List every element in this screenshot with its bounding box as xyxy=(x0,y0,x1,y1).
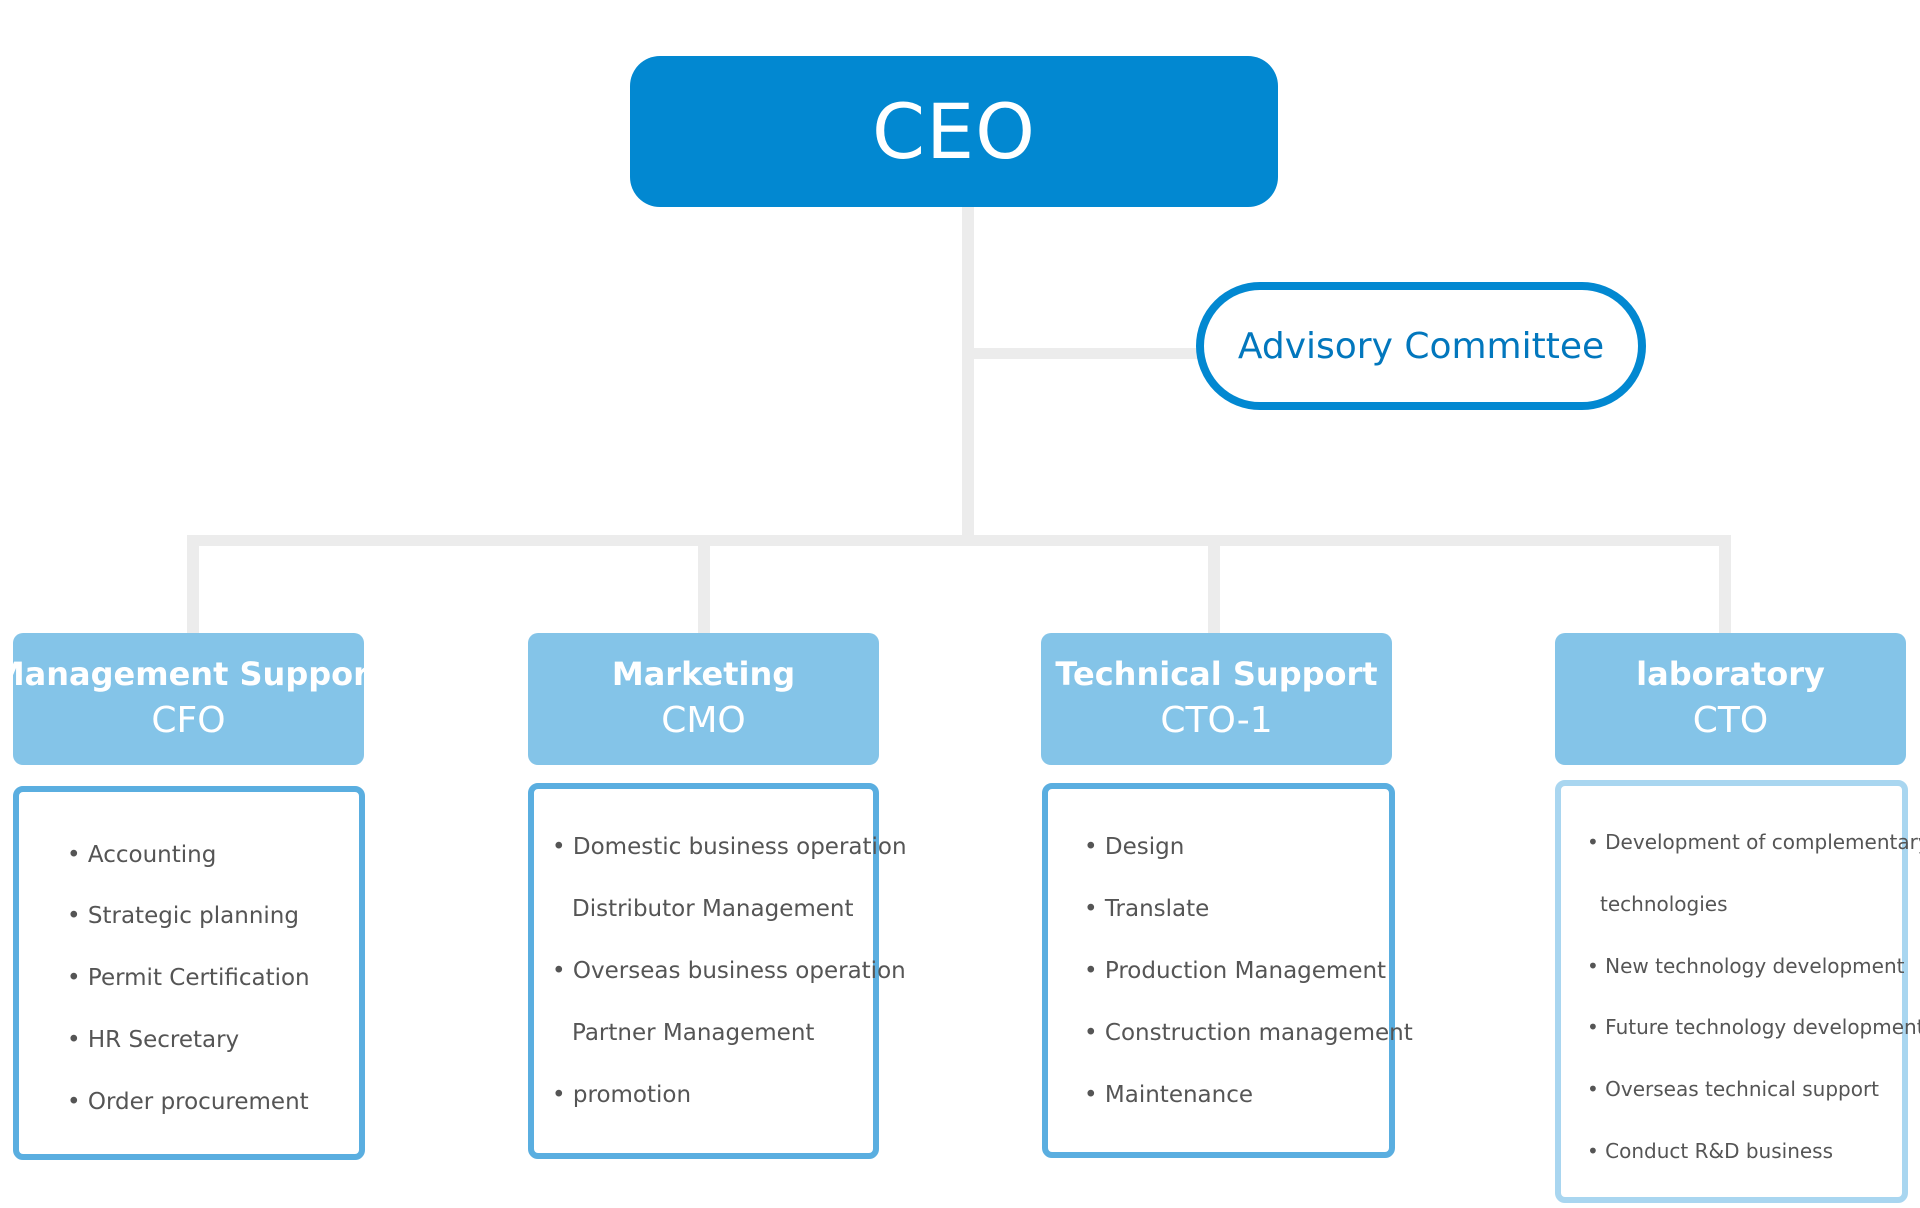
advisory-committee-title: Advisory Committee xyxy=(1237,325,1605,367)
list-item: • New technology development xyxy=(1587,954,1905,978)
dept-name: laboratory xyxy=(1636,655,1825,693)
connector-dept-4 xyxy=(1719,535,1731,633)
connector-ceo-vertical xyxy=(962,206,974,546)
list-item: • Domestic business operation xyxy=(552,834,907,860)
list-item: • Overseas business operation xyxy=(552,958,906,984)
list-item: • Design xyxy=(1084,834,1185,860)
list-item: • Strategic planning xyxy=(67,903,299,929)
list-item: • Translate xyxy=(1084,896,1210,922)
dept-header-management-support: Management Support CFO xyxy=(0,633,384,765)
list-item: • Maintenance xyxy=(1084,1082,1254,1108)
list-item: • Order procurement xyxy=(67,1089,309,1115)
dept-list-marketing: • Domestic business operation Distributo… xyxy=(528,783,907,1159)
list-item: • Construction management xyxy=(1084,1020,1413,1046)
dept-list-management-support: • Accounting • Strategic planning • Perm… xyxy=(13,786,365,1160)
dept-header-laboratory: laboratory CTO xyxy=(1555,633,1906,765)
list-item: • Production Management xyxy=(1084,958,1387,984)
list-item: • Permit Certification xyxy=(67,965,310,991)
connector-dept-1 xyxy=(187,535,199,633)
dept-name: Management Support xyxy=(0,655,385,693)
connector-dept-3 xyxy=(1208,535,1220,633)
list-item: • promotion xyxy=(552,1082,692,1108)
list-item: • HR Secretary xyxy=(67,1027,240,1053)
dept-name: Marketing xyxy=(611,655,796,693)
list-item: • Development of complementary xyxy=(1587,830,1920,854)
connector-dept-2 xyxy=(698,535,710,633)
list-item: • Conduct R&D business xyxy=(1587,1139,1834,1163)
ceo-node: CEO xyxy=(630,56,1278,207)
dept-name: Technical Support xyxy=(1055,655,1378,693)
ceo-title: CEO xyxy=(872,87,1036,176)
connector-advisory xyxy=(968,348,1200,359)
advisory-committee-node: Advisory Committee xyxy=(1196,282,1646,410)
list-item: technologies xyxy=(1600,892,1728,916)
list-item: • Future technology development xyxy=(1587,1015,1920,1039)
dept-header-marketing: Marketing CMO xyxy=(528,633,879,765)
dept-list-laboratory: • Development of complementary technolog… xyxy=(1555,780,1920,1203)
list-item: • Accounting xyxy=(67,842,217,868)
dept-role: CTO-1 xyxy=(1160,700,1273,741)
dept-role: CTO xyxy=(1692,700,1769,741)
list-item: Partner Management xyxy=(572,1020,815,1046)
dept-list-technical-support: • Design • Translate • Production Manage… xyxy=(1042,783,1413,1158)
dept-role: CFO xyxy=(151,700,226,741)
connector-horizontal-bus xyxy=(187,535,1731,546)
dept-role: CMO xyxy=(661,700,746,741)
list-item: • Overseas technical support xyxy=(1587,1077,1880,1101)
dept-header-technical-support: Technical Support CTO-1 xyxy=(1041,633,1392,765)
list-item: Distributor Management xyxy=(572,896,854,922)
